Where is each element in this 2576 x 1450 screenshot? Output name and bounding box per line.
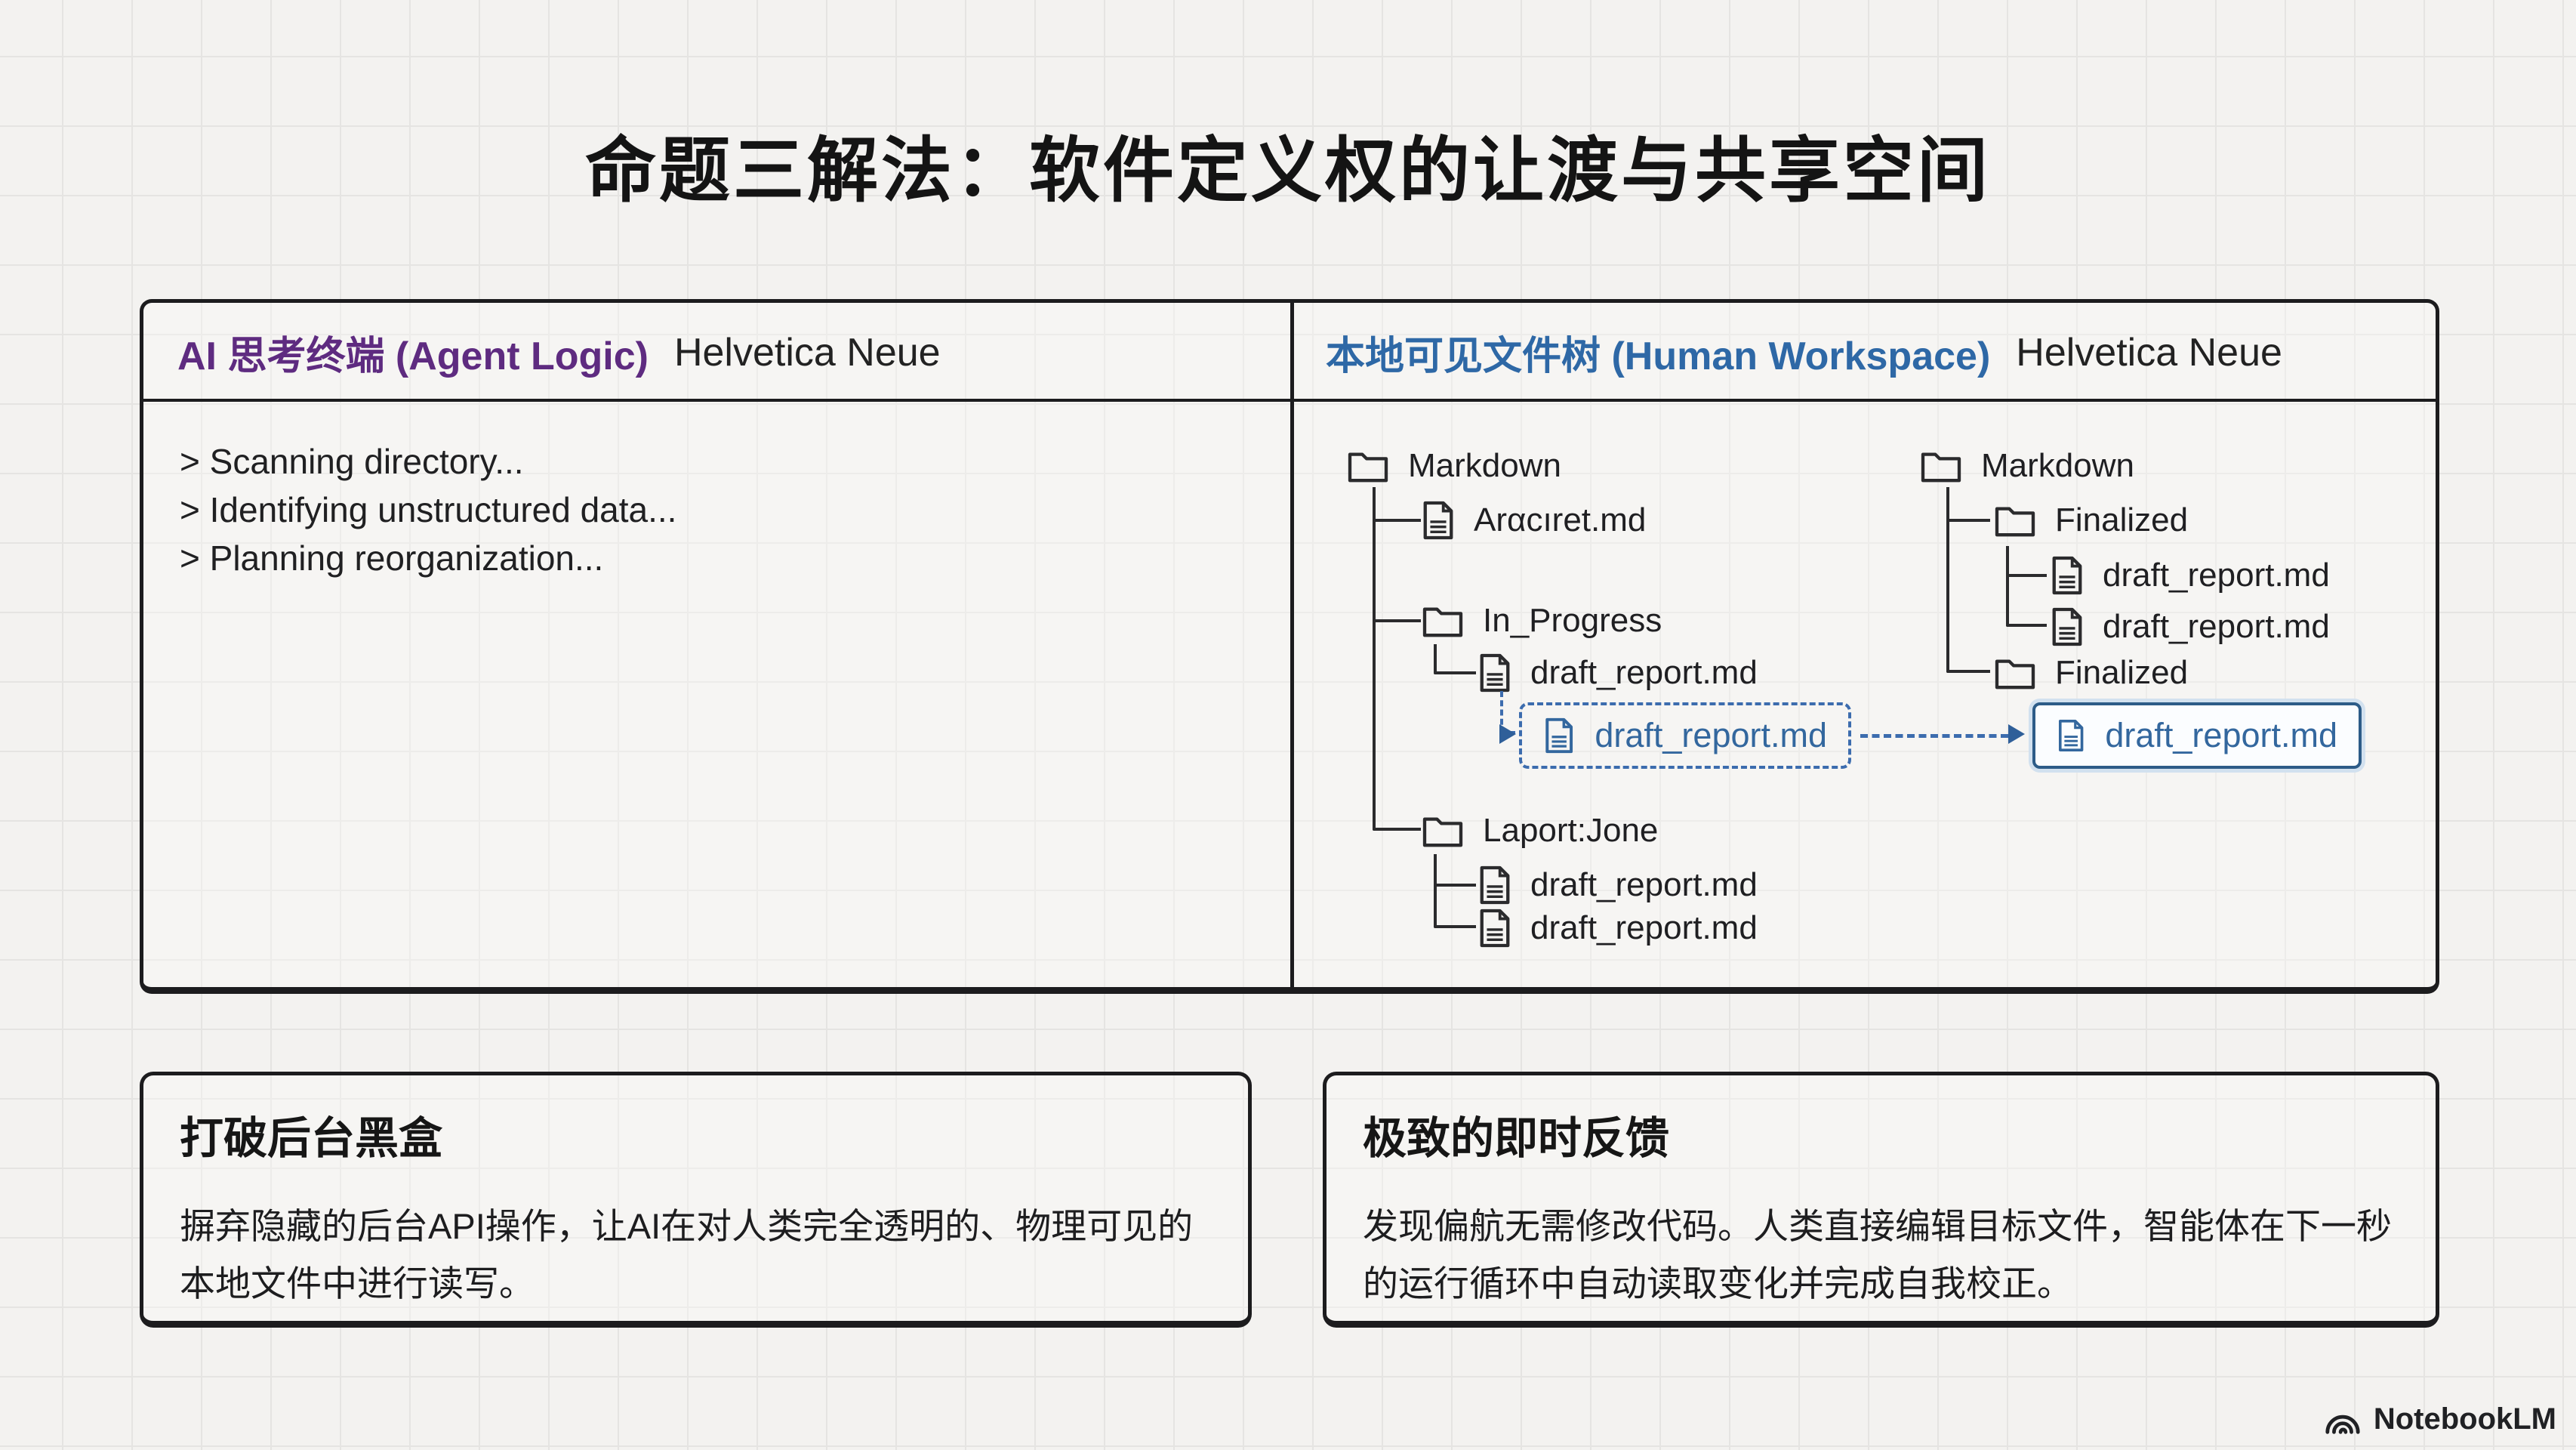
tree-node-file: draft_report.md	[1478, 862, 1758, 908]
file-icon	[1480, 865, 1510, 905]
file-icon	[2052, 607, 2082, 646]
moved-file-source-box: draft_report.md	[1519, 702, 1851, 769]
tree-node-folder: Finalized	[1993, 650, 2188, 696]
tree-node-folder: In_Progress	[1421, 598, 1662, 643]
tree-node-label: draft_report.md	[1530, 866, 1758, 903]
tree-node-label: draft_report.md	[2103, 557, 2330, 594]
tree-connector	[1434, 854, 1476, 928]
folder-icon	[1348, 452, 1388, 483]
comparison-panel: AI 思考终端 (Agent Logic) Helvetica Neue 本地可…	[140, 299, 2439, 994]
tree-node-folder: Finalized	[1993, 498, 2188, 543]
card-body: 摒弃隐藏的后台API操作，让AI在对人类完全透明的、物理可见的本地文件中进行读写…	[180, 1206, 1194, 1303]
notebooklm-watermark: NotebookLM	[2322, 1400, 2556, 1438]
tree-connector	[1434, 644, 1476, 674]
workspace-panel-title: 本地可见文件树 (Human Workspace)	[1326, 335, 1991, 378]
arrowhead-icon	[1499, 724, 1516, 744]
folder-icon	[1422, 817, 1463, 847]
card-title: 打破后台黑盒	[180, 1114, 443, 1163]
tree-node-label: Laport:Jone	[1483, 812, 1659, 849]
tree-node-label: Finalized	[2055, 501, 2189, 538]
tree-connector	[1373, 519, 1421, 522]
workspace-font-note: Helvetica Neue	[2016, 330, 2282, 375]
panel-header-row: AI 思考终端 (Agent Logic) Helvetica Neue 本地可…	[143, 303, 2436, 402]
tree-connector	[1946, 519, 1990, 522]
terminal-line: > Planning reorganization...	[180, 538, 604, 578]
tree-node-file: draft_report.md	[1478, 905, 1758, 951]
card-title: 极致的即时反馈	[1363, 1114, 1670, 1163]
agent-panel-header: AI 思考终端 (Agent Logic) Helvetica Neue	[177, 303, 941, 402]
moved-file-label: draft_report.md	[1595, 716, 1827, 754]
moved-file-target-box: draft_report.md	[2032, 702, 2362, 769]
panel-divider	[1290, 303, 1294, 987]
tree-node-folder: Markdown	[1346, 443, 1561, 489]
tree-node-folder: Markdown	[1919, 443, 2134, 489]
tree-node-file: Arαcıret.md	[1421, 498, 1646, 543]
tree-node-label: draft_report.md	[2103, 608, 2330, 645]
tree-node-label: In_Progress	[1483, 602, 1662, 639]
tree-node-label: Markdown	[1981, 447, 2134, 484]
slide-title: 命题三解法：软件定义权的让渡与共享空间	[584, 131, 1991, 210]
agent-font-note: Helvetica Neue	[673, 330, 941, 375]
file-icon	[2052, 556, 2082, 595]
tree-connector	[2006, 546, 2047, 627]
folder-icon	[1921, 452, 1961, 483]
terminal-line: > Scanning directory...	[180, 442, 524, 481]
folder-icon	[1422, 607, 1463, 637]
tree-node-label: draft_report.md	[1530, 654, 1758, 691]
tree-connector	[1373, 619, 1421, 622]
workspace-panel-header: 本地可见文件树 (Human Workspace) Helvetica Neue	[1326, 303, 2282, 402]
tree-connector	[1373, 487, 1421, 831]
watermark-label: NotebookLM	[2373, 1402, 2556, 1436]
file-icon	[2058, 720, 2084, 751]
file-icon	[1480, 653, 1510, 693]
tree-node-file: draft_report.md	[1478, 650, 1758, 696]
moved-file-label: draft_report.md	[2105, 716, 2337, 754]
tree-node-label: draft_report.md	[1530, 909, 1758, 946]
tree-node-label: Markdown	[1408, 447, 1561, 484]
terminal-line: > Identifying unstructured data...	[180, 490, 677, 529]
file-icon	[1423, 501, 1453, 540]
agent-terminal: > Scanning directory... > Identifying un…	[180, 437, 676, 582]
tree-node-label: Arαcıret.md	[1474, 501, 1647, 538]
card-body: 发现偏航无需修改代码。人类直接编辑目标文件，智能体在下一秒的运行循环中自动读取变…	[1363, 1206, 2392, 1303]
notebooklm-logo-icon	[2325, 1415, 2360, 1434]
move-arrow	[1860, 734, 2008, 738]
tree-node-file: draft_report.md	[2050, 604, 2330, 649]
file-icon	[1545, 717, 1573, 754]
folder-icon	[1995, 659, 2035, 690]
arrowhead-icon	[2008, 724, 2025, 744]
agent-panel-title: AI 思考终端 (Agent Logic)	[177, 335, 649, 378]
tree-node-file: draft_report.md	[2050, 553, 2330, 598]
folder-icon	[1995, 507, 2035, 537]
file-icon	[1480, 909, 1510, 948]
tree-connector	[2006, 574, 2047, 577]
tree-connector	[1946, 487, 1990, 673]
tree-node-label: Finalized	[2055, 654, 2189, 691]
tree-connector	[1434, 884, 1476, 887]
benefit-card-feedback: 极致的即时反馈 发现偏航无需修改代码。人类直接编辑目标文件，智能体在下一秒的运行…	[1323, 1072, 2439, 1328]
tree-node-folder: Laport:Jone	[1421, 808, 1658, 853]
benefit-card-transparency: 打破后台黑盒 摒弃隐藏的后台API操作，让AI在对人类完全透明的、物理可见的本地…	[140, 1072, 1252, 1328]
